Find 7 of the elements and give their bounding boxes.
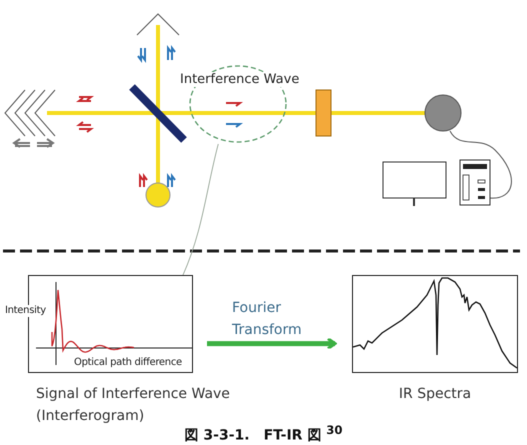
caption-text: IR Spectra xyxy=(398,385,472,404)
axis-label: Intensity xyxy=(5,305,46,317)
figure-caption: 図 3-3-1. FT-IR 図 $^{30}$ xyxy=(184,423,344,445)
leader-line xyxy=(182,144,219,276)
axis-label: Optical path difference xyxy=(74,357,182,369)
caption-text: Signal of Interference Wave (Interferogram) xyxy=(36,385,231,426)
arrow xyxy=(207,337,336,350)
